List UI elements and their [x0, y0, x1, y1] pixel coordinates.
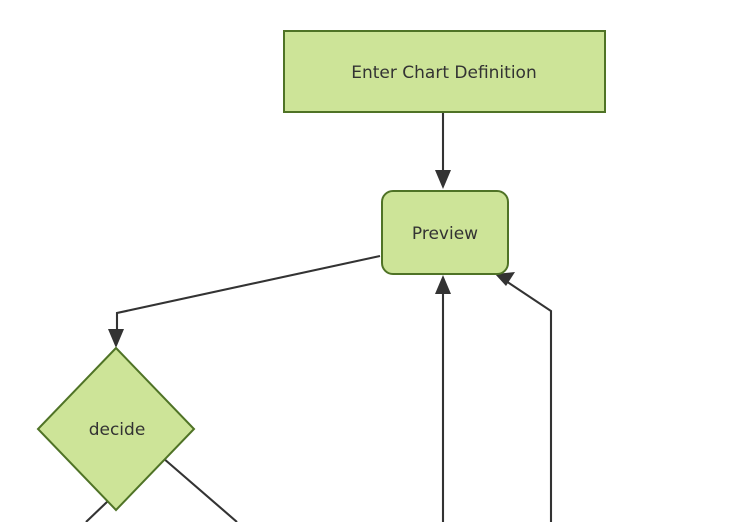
node-enter-chart-definition[interactable]: Enter Chart Definition: [283, 30, 606, 113]
edge-center-to-preview-arrowhead: [435, 275, 451, 294]
edge-decide-to-offscreen-right-line: [162, 457, 238, 522]
edge-preview-to-decide: [108, 254, 381, 348]
node-decide-label: decide: [89, 420, 146, 440]
node-preview-label: Preview: [412, 224, 478, 244]
edge-enter-to-preview: [435, 113, 451, 189]
edge-preview-to-decide-line: [115, 254, 381, 335]
node-enter-chart-definition-shape[interactable]: [283, 30, 606, 113]
edge-decide-to-offscreen-right: [162, 457, 238, 522]
edge-right-to-preview-arrowhead: [495, 272, 515, 286]
node-layer: Enter Chart Definition Preview decide: [36, 30, 606, 512]
node-decide-shape[interactable]: [36, 346, 196, 512]
edge-center-to-preview: [435, 275, 451, 522]
node-preview[interactable]: Preview: [381, 190, 509, 275]
edge-right-to-preview: [495, 272, 553, 522]
edge-enter-to-preview-arrowhead: [435, 170, 451, 189]
edge-decide-to-offscreen-left: [85, 500, 109, 522]
node-preview-shape[interactable]: [381, 190, 509, 275]
edge-decide-to-offscreen-left-line: [85, 500, 109, 522]
node-decide[interactable]: decide: [36, 346, 196, 512]
node-enter-chart-definition-label: Enter Chart Definition: [351, 63, 536, 83]
edge-right-to-preview-line: [505, 280, 553, 522]
edge-layer: [85, 113, 553, 522]
edge-preview-to-decide-arrowhead: [108, 329, 124, 348]
